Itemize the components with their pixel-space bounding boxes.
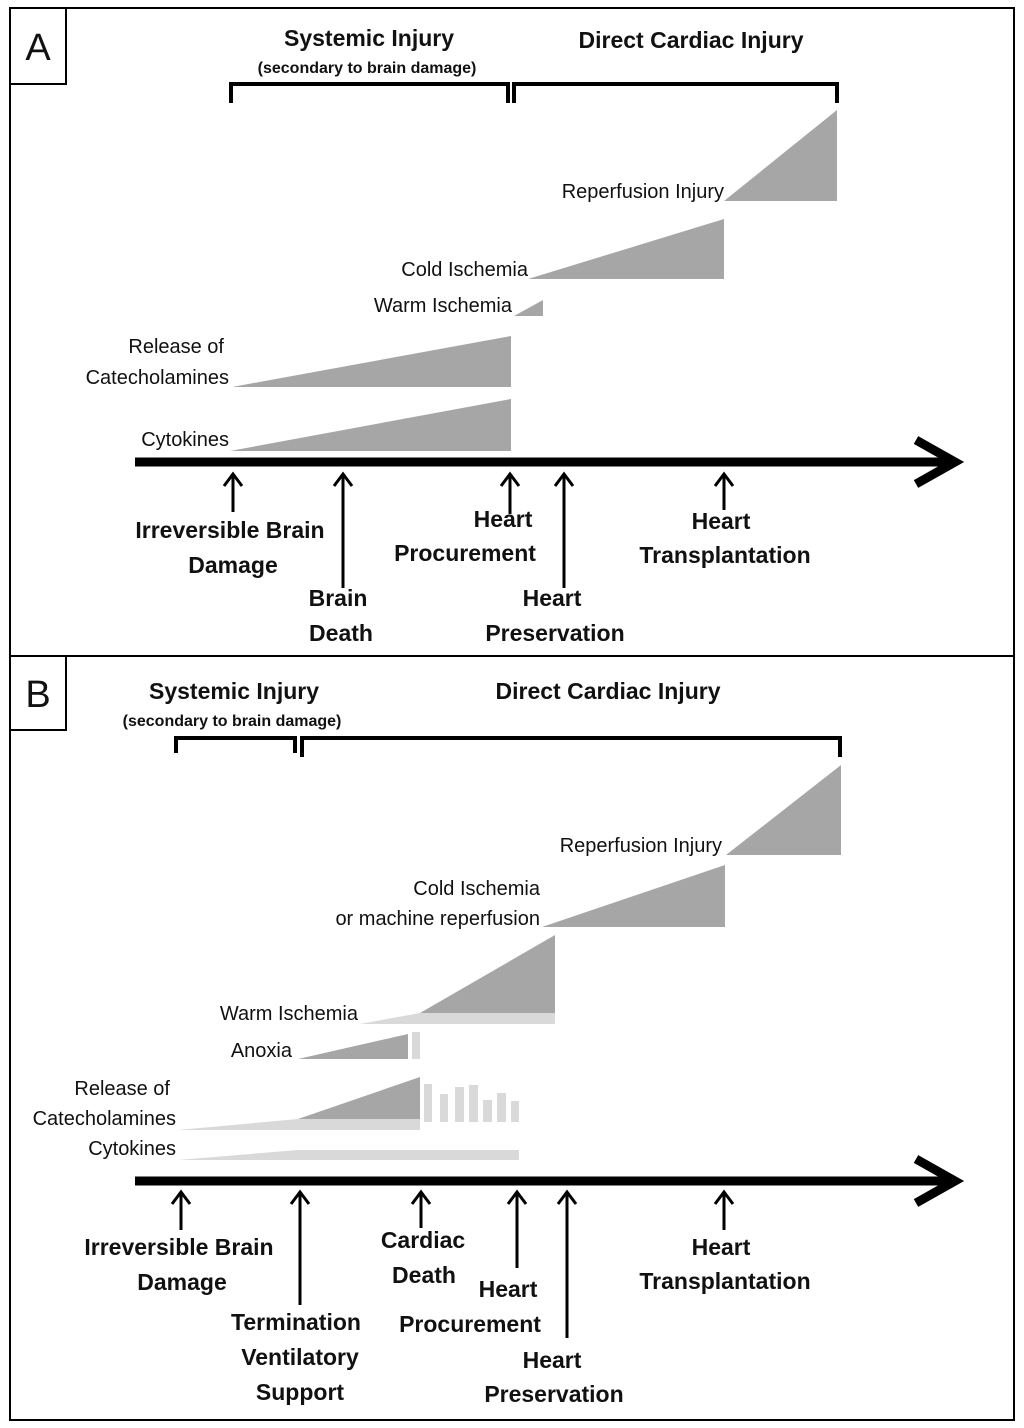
panel-b-cardiac-death-label-1: Cardiac <box>381 1227 466 1253</box>
panel-b-preservation-label-2: Preservation <box>484 1381 623 1407</box>
panel-b-irreversible-label-1: Irreversible Brain <box>84 1234 273 1260</box>
panel-b-systemic-subheader: (secondary to brain damage) <box>123 713 342 730</box>
panel-b-systemic-bracket <box>174 736 297 753</box>
panel-b-cardiac-death-label-2: Death <box>392 1262 456 1288</box>
panel-a-cardiac-header: Direct Cardiac Injury <box>579 27 804 53</box>
panel-b-catecholamines-label-2: Catecholamines <box>33 1108 176 1130</box>
panel-a-systemic-bracket <box>229 82 510 103</box>
panel-b-anoxia-wedge <box>298 1034 408 1059</box>
panel-a-procurement-label-2: Procurement <box>394 540 536 566</box>
panel-a-warm-ischemia-wedge <box>514 300 543 316</box>
panel-a-cytokines-wedge <box>230 399 511 451</box>
panel-a-event-preservation: Heart Preservation <box>485 471 625 646</box>
panel-a-cytokines-label: Cytokines <box>141 429 229 451</box>
panel-a-catecholamines-label-1: Release of <box>128 336 224 358</box>
panel-a-brain-death-label-2: Death <box>309 620 373 646</box>
panel-b: B Systemic Injury (secondary to brain da… <box>9 655 1015 1421</box>
panel-a: A Systemic Injury (secondary to brain da… <box>9 7 1015 657</box>
panel-a-irreversible-label-2: Damage <box>188 552 277 578</box>
panel-b-cold-ischemia-label-1: Cold Ischemia <box>413 878 541 900</box>
panel-b-procurement-label-1: Heart <box>479 1276 538 1302</box>
panel-b-timeline-arrowhead <box>913 1155 965 1207</box>
panel-b-label-box <box>9 655 67 731</box>
panel-a-label-box <box>9 7 67 85</box>
panel-b-event-preservation: Heart Preservation <box>484 1189 624 1407</box>
panel-b-irreversible-label-2: Damage <box>137 1269 226 1295</box>
panel-a-event-transplantation: Heart Transplantation <box>639 471 811 568</box>
panel-a-cardiac-bracket <box>512 82 839 103</box>
panel-b-catecholamines-light-wedge <box>178 1119 420 1130</box>
panel-a-systemic-subheader: (secondary to brain damage) <box>258 60 477 77</box>
panel-b-reperfusion-wedge <box>726 765 841 855</box>
panel-a-preservation-label-1: Heart <box>523 585 582 611</box>
panel-b-event-cardiac-death: Cardiac Death <box>381 1189 466 1288</box>
panel-b-systemic-header: Systemic Injury <box>149 678 319 704</box>
panel-a-event-procurement: Heart Procurement <box>394 471 536 566</box>
panel-b-preservation-label-1: Heart <box>523 1347 582 1373</box>
panel-a-reperfusion-wedge <box>724 110 837 201</box>
panel-b-transplantation-label-2: Transplantation <box>639 1268 810 1294</box>
panel-a-frame <box>9 7 1015 657</box>
panel-a-event-irreversible: Irreversible Brain Damage <box>135 471 325 578</box>
panel-a-catecholamines-wedge <box>232 336 511 387</box>
panel-b-cold-ischemia-wedge <box>542 865 725 927</box>
panel-b-cytokines-label: Cytokines <box>88 1138 176 1160</box>
panel-b-termination-label-2: Ventilatory <box>241 1344 359 1370</box>
panel-b-warm-ischemia-wedge <box>420 935 555 1013</box>
panel-b-warm-ischemia-light-wedge <box>360 1013 555 1024</box>
panel-a-event-brain-death: Brain Death <box>309 471 373 646</box>
panel-b-label: B <box>25 674 50 716</box>
panel-b-cardiac-bracket <box>300 736 842 757</box>
panel-a-procurement-label-1: Heart <box>474 506 533 532</box>
panel-a-preservation-label-2: Preservation <box>485 620 624 646</box>
panel-b-event-irreversible: Irreversible Brain Damage <box>84 1189 274 1295</box>
panel-a-brain-death-label-1: Brain <box>309 585 368 611</box>
panel-a-cold-ischemia-label: Cold Ischemia <box>401 259 529 281</box>
panel-a-irreversible-label-1: Irreversible Brain <box>135 517 324 543</box>
panel-a-reperfusion-label: Reperfusion Injury <box>562 181 724 203</box>
panel-b-cardiac-header: Direct Cardiac Injury <box>496 678 721 704</box>
panel-b-termination-label-1: Termination <box>231 1309 361 1335</box>
panel-b-anoxia-light-bar <box>412 1032 420 1059</box>
panel-b-reperfusion-label: Reperfusion Injury <box>560 835 722 857</box>
panel-b-event-procurement: Heart Procurement <box>399 1189 541 1337</box>
panel-b-catecholamines-label-1: Release of <box>74 1078 170 1100</box>
panel-b-procurement-label-2: Procurement <box>399 1311 541 1337</box>
panel-b-catecholamines-wedge <box>298 1077 420 1119</box>
panel-a-catecholamines-label-2: Catecholamines <box>86 367 229 389</box>
panel-b-event-transplantation: Heart Transplantation <box>639 1189 811 1294</box>
panel-b-frame <box>9 655 1015 1421</box>
panel-a-timeline-arrowhead <box>913 436 965 488</box>
panel-a-transplantation-label-1: Heart <box>692 508 751 534</box>
panel-a-warm-ischemia-label: Warm Ischemia <box>374 295 513 317</box>
panel-a-label: A <box>25 27 51 69</box>
panel-a-systemic-header: Systemic Injury <box>284 25 454 51</box>
panel-b-cold-ischemia-label-2: or machine reperfusion <box>335 908 540 930</box>
panel-a-cold-ischemia-wedge <box>528 219 724 279</box>
panel-b-event-termination: Termination Ventilatory Support <box>231 1189 361 1405</box>
panel-b-warm-ischemia-label: Warm Ischemia <box>220 1003 359 1025</box>
panel-b-transplantation-label-1: Heart <box>692 1234 751 1260</box>
panel-b-termination-label-3: Support <box>256 1379 344 1405</box>
panel-b-anoxia-label: Anoxia <box>231 1040 293 1062</box>
panel-b-cytokines-light-wedge <box>178 1150 519 1160</box>
panel-a-transplantation-label-2: Transplantation <box>639 542 810 568</box>
panel-b-catecholamines-decay-bars <box>424 1084 519 1122</box>
